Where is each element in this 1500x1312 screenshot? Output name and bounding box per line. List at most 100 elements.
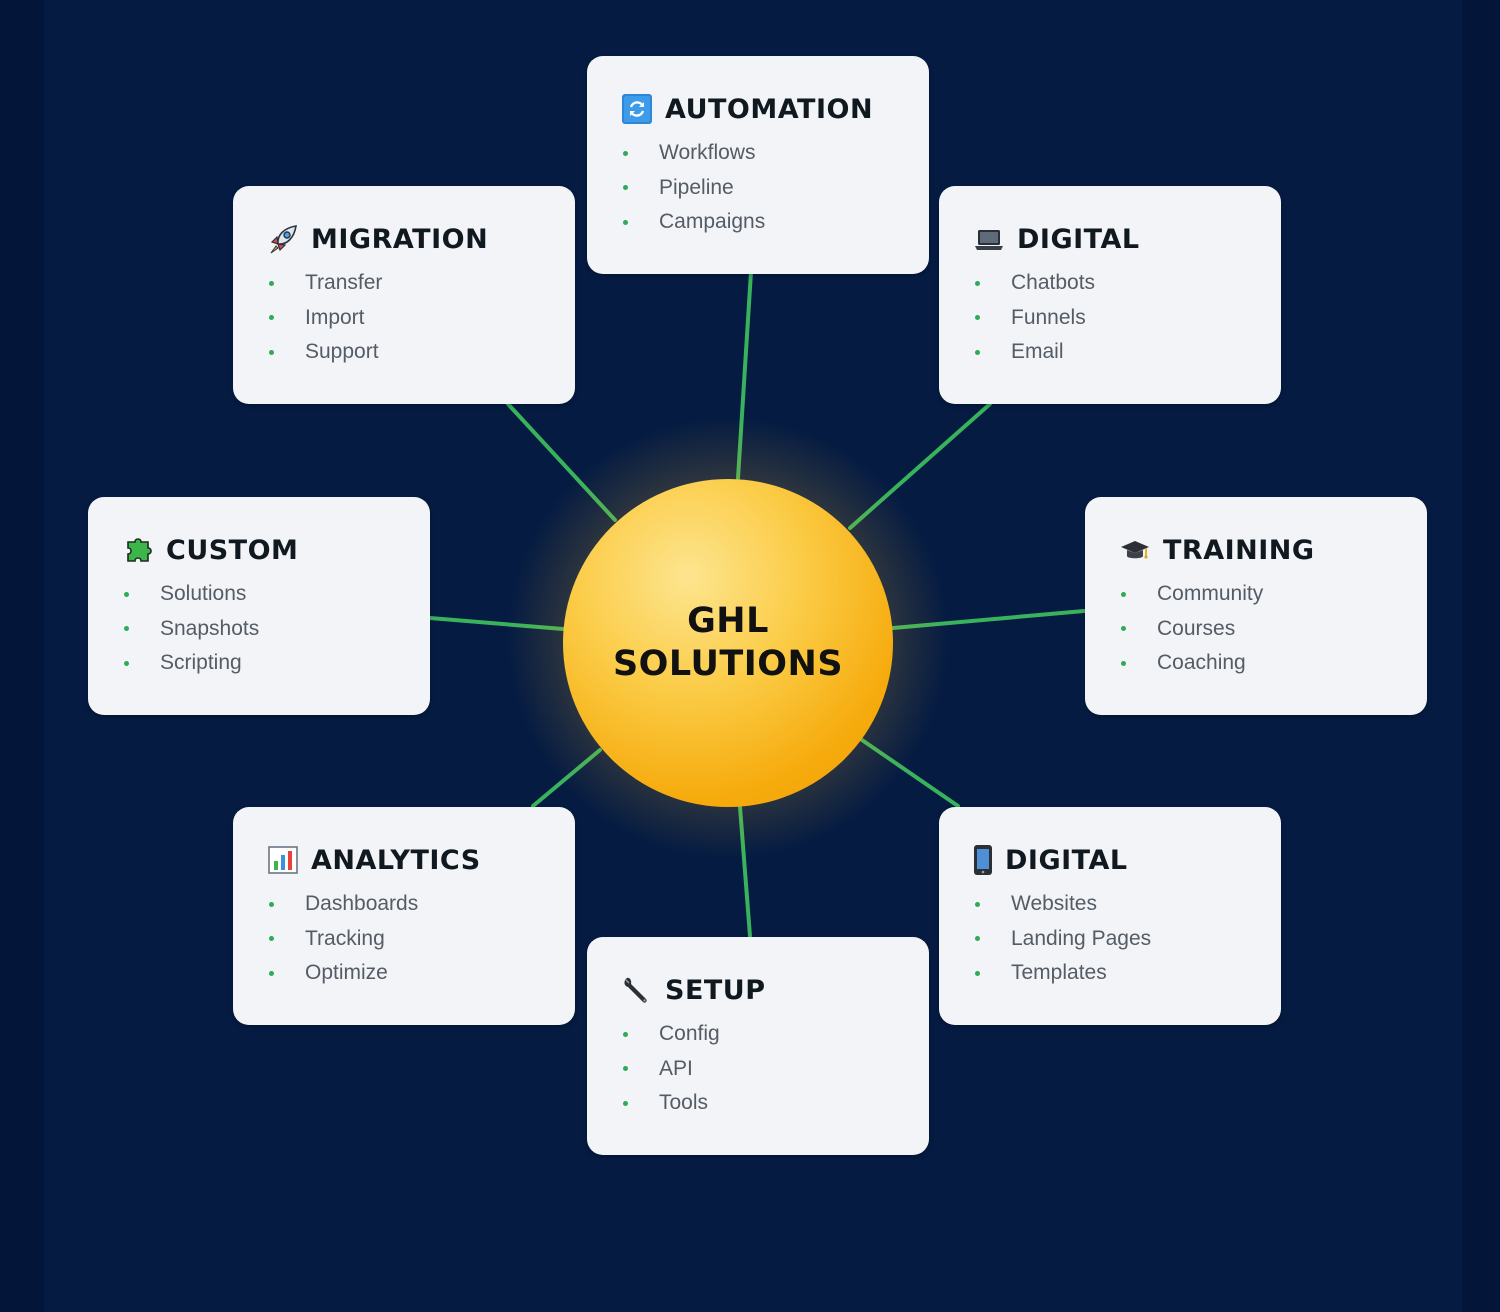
graduation-cap-icon (1119, 534, 1151, 566)
item-text: Templates (1011, 961, 1107, 985)
list-item: Workflows (621, 136, 929, 171)
list-item: Chatbots (973, 266, 1281, 301)
list-item: Dashboards (267, 887, 575, 922)
bullet-dot (623, 1100, 628, 1106)
bullet-dot (623, 150, 628, 156)
item-text: Tracking (305, 926, 385, 950)
bullet-dot (975, 970, 980, 976)
card-digital-web: DIGITAL Websites Landing Pages Templates (939, 807, 1281, 1025)
bullet-dot (623, 185, 628, 191)
item-text: Courses (1157, 616, 1236, 640)
item-text: Funnels (1011, 305, 1086, 329)
list-item: Scripting (122, 646, 430, 681)
bar-chart-icon (267, 844, 299, 876)
item-text: Support (305, 340, 379, 364)
list-item: Config (621, 1017, 929, 1052)
item-text: Coaching (1157, 651, 1246, 675)
list-item: Courses (1119, 612, 1427, 647)
list-item: Tracking (267, 922, 575, 957)
item-list: Chatbots Funnels Email (973, 266, 1281, 370)
bullet-dot (975, 349, 980, 355)
card-title: MIGRATION (311, 223, 489, 255)
bullet-dot (623, 1031, 628, 1037)
bullet-dot (1121, 591, 1126, 597)
bullet-dot (124, 660, 129, 666)
item-text: Landing Pages (1011, 926, 1152, 950)
list-item: Snapshots (122, 612, 430, 647)
laptop-icon (973, 223, 1005, 255)
item-text: Transfer (305, 271, 383, 295)
list-item: Coaching (1119, 646, 1427, 681)
item-text: Dashboards (305, 892, 419, 916)
card-title: DIGITAL (1017, 223, 1140, 255)
list-item: Import (267, 301, 575, 336)
bullet-dot (623, 1066, 628, 1072)
item-text: Snapshots (160, 616, 260, 640)
item-text: Chatbots (1011, 271, 1096, 295)
item-text: Scripting (160, 651, 242, 675)
list-item: Transfer (267, 266, 575, 301)
rocket-icon (267, 223, 299, 255)
card-analytics: ANALYTICS Dashboards Tracking Optimize (233, 807, 575, 1025)
item-text: Tools (659, 1091, 709, 1115)
item-list: Transfer Import Support (267, 266, 575, 370)
card-automation: AUTOMATION Workflows Pipeline Campaigns (587, 56, 929, 274)
central-hub: GHL SOLUTIONS (563, 479, 893, 807)
item-text: Config (659, 1022, 720, 1046)
card-training: TRAINING Community Courses Coaching (1085, 497, 1427, 715)
card-setup: SETUP Config API Tools (587, 937, 929, 1155)
card-custom: CUSTOM Solutions Snapshots Scripting (88, 497, 430, 715)
bullet-dot (975, 315, 980, 321)
item-text: Campaigns (659, 210, 766, 234)
bullet-dot (975, 936, 980, 942)
item-list: Dashboards Tracking Optimize (267, 887, 575, 991)
bullet-dot (1121, 626, 1126, 632)
bullet-dot (269, 970, 274, 976)
item-text: Solutions (160, 582, 247, 606)
item-list: Solutions Snapshots Scripting (122, 577, 430, 681)
list-item: Pipeline (621, 171, 929, 206)
item-list: Workflows Pipeline Campaigns (621, 136, 929, 240)
wrench-icon (621, 974, 653, 1006)
list-item: Templates (973, 956, 1281, 991)
list-item: Landing Pages (973, 922, 1281, 957)
puzzle-icon (122, 534, 154, 566)
item-list: Websites Landing Pages Templates (973, 887, 1281, 991)
bullet-dot (269, 936, 274, 942)
card-digital-marketing: DIGITAL Chatbots Funnels Email (939, 186, 1281, 404)
card-migration: MIGRATION Transfer Import Support (233, 186, 575, 404)
card-title: CUSTOM (166, 534, 299, 566)
hub-title-line-1: GHL (687, 601, 769, 641)
list-item: Tools (621, 1086, 929, 1121)
card-title: SETUP (665, 974, 766, 1006)
bullet-dot (1121, 660, 1126, 666)
item-text: Email (1011, 340, 1064, 364)
card-title: DIGITAL (1005, 844, 1128, 876)
card-title: AUTOMATION (665, 93, 874, 125)
bullet-dot (124, 591, 129, 597)
bullet-dot (269, 901, 274, 907)
refresh-icon (621, 93, 653, 125)
bullet-dot (623, 219, 628, 225)
list-item: Email (973, 335, 1281, 370)
item-text: Workflows (659, 141, 756, 165)
bullet-dot (975, 901, 980, 907)
hub-title-line-2: SOLUTIONS (612, 644, 844, 684)
item-list: Config API Tools (621, 1017, 929, 1121)
bullet-dot (975, 280, 980, 286)
item-text: API (659, 1056, 693, 1080)
bullet-dot (269, 349, 274, 355)
list-item: Community (1119, 577, 1427, 612)
list-item: API (621, 1052, 929, 1087)
list-item: Optimize (267, 956, 575, 991)
item-text: Import (305, 305, 365, 329)
list-item: Solutions (122, 577, 430, 612)
mobile-phone-icon (973, 844, 993, 876)
item-list: Community Courses Coaching (1119, 577, 1427, 681)
bullet-dot (124, 626, 129, 632)
list-item: Funnels (973, 301, 1281, 336)
item-text: Pipeline (659, 175, 734, 199)
bullet-dot (269, 315, 274, 321)
list-item: Campaigns (621, 205, 929, 240)
